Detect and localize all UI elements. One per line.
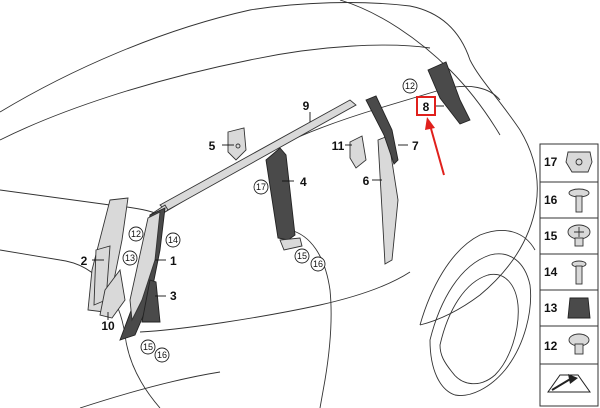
callout-label-9: 9: [303, 99, 310, 113]
legend-row-13: 13: [544, 297, 591, 319]
circled-callout-17: 17: [253, 179, 269, 195]
car-body-outline: [0, 0, 538, 408]
circled-callout-16-bottom: 16: [154, 347, 170, 363]
leader-lines: [92, 105, 444, 320]
part-bracket-11: [349, 135, 367, 169]
callout-label-8: 8: [423, 100, 430, 114]
circled-callout-12-left: 12: [128, 226, 144, 242]
part-pillar-7: [365, 95, 399, 165]
circled-callout-12-top: 12: [402, 78, 418, 94]
callout-label-5: 5: [209, 139, 216, 153]
svg-text:14: 14: [544, 265, 558, 279]
svg-text:17: 17: [256, 182, 266, 192]
svg-text:16: 16: [544, 193, 558, 207]
svg-text:12: 12: [544, 339, 558, 353]
arrow-sheet-icon: [547, 374, 591, 393]
callout-label-7: 7: [412, 139, 419, 153]
svg-text:14: 14: [168, 235, 178, 245]
clip-nut-icon: [565, 151, 593, 173]
callout-label-6: 6: [363, 174, 370, 188]
grommet-icon: [567, 297, 591, 319]
part-pillar-4: [265, 147, 303, 251]
svg-text:12: 12: [131, 229, 141, 239]
fastener-legend: 17 16 15 14 13 12: [539, 143, 599, 407]
circled-callouts: 12 12 13 14 15 16 15 16: [122, 78, 418, 363]
svg-text:16: 16: [313, 259, 323, 269]
circled-callout-15-bottom: 15: [140, 339, 156, 355]
part-window-8: [427, 61, 471, 125]
part-strip-9: [149, 99, 357, 221]
callout-label-4: 4: [300, 175, 307, 189]
legend-row-14: 14: [544, 260, 587, 285]
callout-label-3: 3: [170, 289, 177, 303]
callout-label-2: 2: [81, 254, 88, 268]
callout-label-1: 1: [170, 254, 177, 268]
callout-8-highlight-box: [416, 96, 436, 116]
part-cover-10: [99, 268, 126, 319]
circled-callout-16-mid: 16: [310, 256, 326, 272]
svg-text:13: 13: [125, 253, 135, 263]
callout-label-11: 11: [332, 139, 345, 153]
svg-text:15: 15: [143, 342, 153, 352]
callouts: 9 5 4 2 1 3 10 11 6 7 8: [81, 96, 436, 333]
part-bracket-5: [227, 127, 247, 161]
legend-row-17: 17: [544, 151, 593, 173]
circled-callout-13: 13: [122, 250, 138, 266]
callout-label-10: 10: [101, 319, 115, 333]
legend-row-15: 15: [544, 224, 591, 247]
legend-row-16: 16: [544, 188, 590, 213]
svg-text:15: 15: [544, 229, 558, 243]
red-arrow-icon: [425, 117, 445, 176]
svg-text:16: 16: [157, 350, 167, 360]
part-triangle-3: [141, 279, 161, 323]
circled-callout-14: 14: [165, 232, 181, 248]
svg-text:13: 13: [544, 301, 558, 315]
svg-text:12: 12: [405, 81, 415, 91]
legend-row-12: 12: [544, 333, 590, 355]
circled-callout-15-mid: 15: [294, 248, 310, 264]
svg-text:15: 15: [297, 251, 307, 261]
svg-text:17: 17: [544, 155, 558, 169]
